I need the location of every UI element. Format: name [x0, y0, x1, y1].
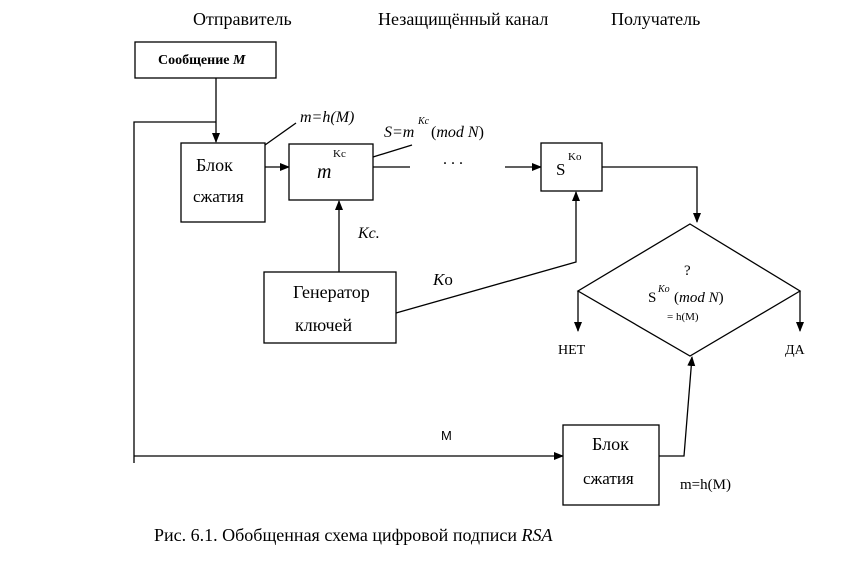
m-label: M: [441, 428, 452, 443]
compress-block-bottom-line2: сжатия: [583, 469, 634, 488]
message-box: [134, 41, 277, 79]
generator-box: [263, 271, 397, 344]
figure-caption: Рис. 6.1. Обобщенная схема цифровой подп…: [154, 525, 553, 545]
ko-label: Ko: [432, 270, 453, 289]
verify-box-base: S: [556, 160, 565, 179]
hash-label-leader: [264, 122, 297, 146]
yes-label: ДА: [785, 343, 806, 358]
sign-formula: S=m: [384, 124, 414, 141]
sign-formula-mod: (mod N): [431, 124, 484, 141]
compress-block-top-line1: Блок: [196, 155, 233, 175]
sign-box-exp: Kc: [333, 148, 346, 160]
header-sender: Отправитель: [193, 9, 292, 29]
generator-line1: Генератор: [293, 282, 370, 302]
sign-box-base: m: [317, 161, 331, 183]
diamond-base: S: [648, 290, 656, 306]
header-channel: Незащищённый канал: [378, 9, 548, 29]
diamond-question: ?: [684, 263, 691, 279]
channel-dots: . . .: [443, 151, 463, 168]
message-box-label: Сообщение M: [158, 53, 246, 68]
message-bus-line: [133, 121, 216, 463]
kc-label: Kc.: [357, 225, 380, 242]
compress-block-bottom-line1: Блок: [592, 434, 629, 454]
arrow-generator-to-verify: [395, 191, 580, 314]
compress-block-top: [180, 142, 266, 223]
sign-box: [288, 143, 374, 201]
hash-label-top: m=h(M): [300, 109, 354, 126]
generator-line2: ключей: [295, 315, 353, 335]
arrow-verify-to-diamond: [602, 166, 701, 223]
hash-label-bottom: m=h(M): [680, 477, 731, 493]
compress-block-bottom: [562, 424, 660, 506]
verify-box-exp: Ko: [568, 151, 582, 163]
arrow-compress-to-diamond: [659, 356, 696, 457]
header-receiver: Получатель: [611, 9, 700, 29]
diamond-mod: (mod N): [674, 290, 724, 306]
decision-diamond: [576, 223, 802, 357]
diamond-eq: = h(M): [667, 311, 699, 323]
sign-formula-exp: Kc: [417, 116, 430, 127]
sign-formula-leader: [372, 144, 413, 158]
no-label: НЕТ: [558, 343, 586, 358]
compress-block-top-line2: сжатия: [193, 187, 244, 206]
diamond-exp: Ko: [657, 284, 670, 295]
verify-box: [540, 142, 603, 192]
